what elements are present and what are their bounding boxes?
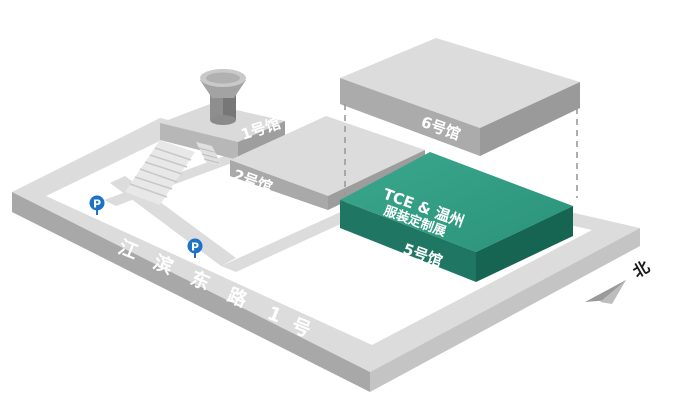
parking-marker-1[interactable]: P <box>89 195 105 216</box>
hall-1-side-stairs <box>196 142 222 166</box>
hall-2-label-band <box>230 160 328 210</box>
hall-6-right <box>480 82 580 156</box>
hall-1-tower <box>200 69 246 125</box>
parking-symbol: P <box>93 198 101 211</box>
site-frame-right <box>370 228 640 392</box>
parking-pin-stem <box>96 210 98 215</box>
hall-6[interactable]: 6号馆 <box>340 38 580 156</box>
parking-icon <box>187 238 203 254</box>
hall-1[interactable]: 1号馆 <box>125 69 285 205</box>
hall-2-top <box>230 116 425 196</box>
hall-5-top <box>340 152 573 252</box>
parking-pin-stem <box>194 253 196 258</box>
inner-road-4 <box>221 210 358 272</box>
parking-icon <box>89 195 105 211</box>
hall-1-stairs <box>125 140 195 205</box>
north-label: 北 <box>630 257 653 281</box>
hall-1-platform-front <box>160 123 238 160</box>
hall-5-right <box>476 206 573 282</box>
inner-road-1 <box>110 176 236 266</box>
hall-5-front <box>340 200 476 282</box>
parking-marker-2[interactable]: P <box>187 238 203 259</box>
hall-6-front <box>340 78 480 156</box>
parking-symbol: P <box>191 241 199 254</box>
hall-1-platform-right <box>238 121 285 160</box>
site-frame-front <box>12 192 370 392</box>
site-inner <box>46 136 592 345</box>
hall-5[interactable]: TCE & 温州 服装定制展 5号馆 <box>340 152 573 282</box>
hall-6-top <box>340 38 580 128</box>
hall-6-guides <box>344 104 578 198</box>
north-arrow-icon <box>585 280 626 302</box>
